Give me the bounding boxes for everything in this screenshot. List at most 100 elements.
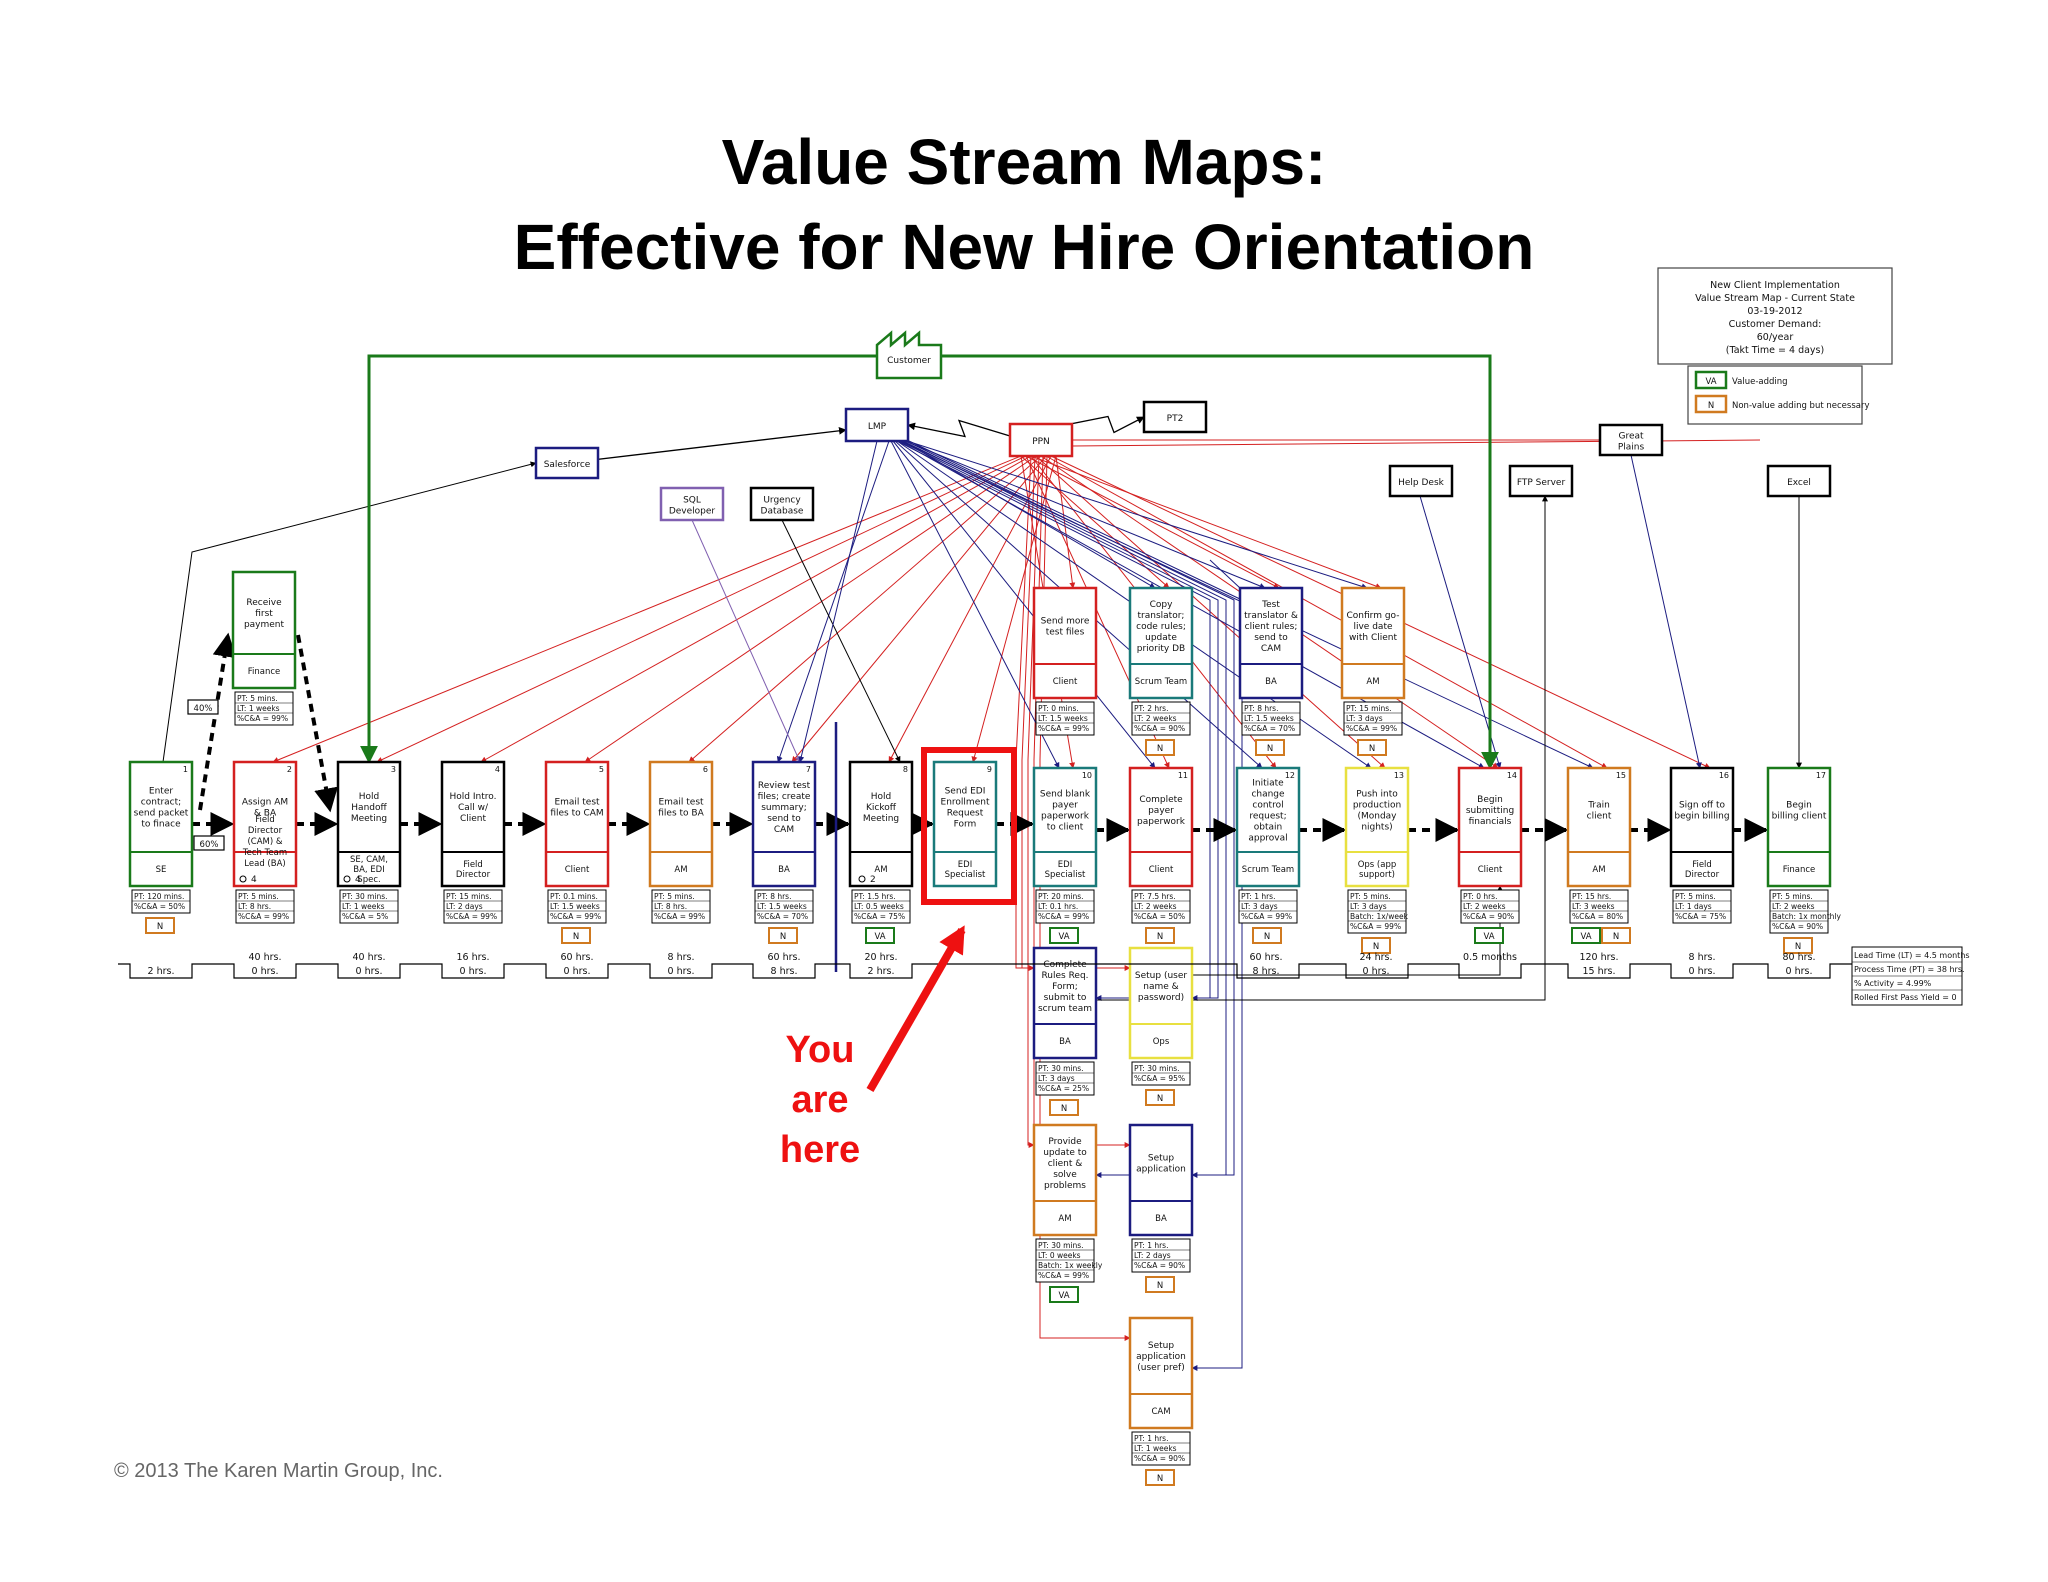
external-label-sqldev: Developer: [669, 507, 716, 517]
timeline-process-time: 0 hrs.: [668, 966, 695, 977]
process-owner-line: Scrum Team: [1242, 865, 1294, 875]
push-arrow-receive-p3: [296, 634, 338, 813]
stats-line: LT: 1 days: [1675, 902, 1712, 911]
stats-line: PT: 0.1 mins.: [550, 892, 598, 901]
process-title-line: Complete: [1139, 795, 1183, 805]
process-number: 3: [391, 765, 396, 774]
process-owner-line: Client: [1053, 677, 1078, 687]
process-owner-line: Specialist: [945, 870, 986, 880]
process-title-line: payer: [1148, 806, 1174, 816]
stats-line: PT: 30 mins.: [1134, 1064, 1180, 1073]
process-title-line: translator;: [1138, 611, 1185, 621]
non-value-tag: [1145, 1469, 1175, 1486]
process-title-line: nights): [1361, 823, 1392, 833]
info-line-ppn-p5: [584, 455, 1037, 763]
process-stats: PT: 1 hrs.LT: 2 days%C&A = 90%N: [1131, 1238, 1191, 1293]
process-owner-line: BA: [1059, 1037, 1071, 1047]
non-value-tag: [561, 927, 591, 944]
stats-line: LT: 2 weeks: [1463, 902, 1506, 911]
non-value-tag: [1252, 927, 1282, 944]
stats-box: [851, 889, 911, 924]
process-title-line: Rules Req.: [1041, 971, 1088, 981]
stats-line: PT: 15 mins.: [446, 892, 492, 901]
stats-box: [1460, 889, 1520, 924]
stats-line: LT: 1 weeks: [237, 704, 280, 713]
process-number: 14: [1507, 771, 1517, 780]
process-title-line: send to: [767, 814, 801, 824]
process-title-line: Review test: [758, 781, 811, 791]
stats-line: %C&A = 90%: [1134, 1454, 1185, 1463]
timeline-lead-time: 40 hrs.: [352, 952, 385, 963]
process-title-line: Provide: [1048, 1137, 1082, 1147]
process-title-line: Setup: [1148, 1341, 1174, 1351]
process-stats: PT: 30 mins.%C&A = 95%N: [1131, 1061, 1191, 1106]
process-title-line: Hold Intro.: [450, 792, 497, 802]
tag-label: N: [1613, 932, 1619, 942]
info-line-lmp-b4: [905, 440, 1235, 1178]
stats-box: [1769, 889, 1829, 934]
process-title-line: Complete: [1043, 960, 1087, 970]
external-box-salesforce: [534, 446, 600, 480]
external-label-salesforce: Salesforce: [544, 460, 591, 470]
stats-line: LT: 0.5 weeks: [854, 902, 904, 911]
external-box-ftp: [1508, 464, 1574, 498]
process-title-line: Form: [954, 820, 977, 830]
process-stats: PT: 5 mins.LT: 1 weeks%C&A = 99%: [234, 691, 294, 726]
process-number: 9: [987, 765, 992, 774]
process-title-line: Email test: [658, 798, 704, 808]
process-stats: PT: 0 mins.LT: 1.5 weeks%C&A = 99%: [1035, 701, 1095, 736]
process-number: 16: [1719, 771, 1729, 780]
timeline-process-time: 0 hrs.: [1363, 966, 1390, 977]
process-owner-line: EDI: [958, 860, 972, 870]
process-stats: PT: 1.5 hrs.LT: 0.5 weeks%C&A = 75%VA: [851, 889, 911, 944]
process-owner-line: Finance: [248, 667, 281, 677]
process-stats: PT: 5 mins.LT: 1 days%C&A = 75%: [1672, 889, 1732, 924]
process-owner-line: Field: [1692, 860, 1712, 870]
process-title-line: begin billing: [1674, 812, 1729, 822]
process-owner-line: SE, CAM,: [350, 855, 388, 865]
process-owner-line: Field: [255, 815, 275, 825]
tag-label: VA: [1483, 932, 1494, 942]
process-number: 15: [1616, 771, 1626, 780]
process-title-line: files to CAM: [550, 809, 603, 819]
process-title-line: Assign AM: [242, 798, 288, 808]
legend-tag: N: [1708, 401, 1714, 411]
process-stats: PT: 1 hrs.LT: 3 days%C&A = 99%N: [1238, 889, 1298, 944]
timeline-lead-time: 8 hrs.: [668, 952, 695, 963]
process-box: [648, 760, 714, 888]
stats-line: PT: 2 hrs.: [1134, 704, 1168, 713]
process-owner-line: support): [1359, 870, 1395, 880]
stats-line: LT: 2 weeks: [1772, 902, 1815, 911]
timeline-process-time: 0 hrs.: [356, 966, 383, 977]
process-box: [932, 760, 998, 888]
stats-line: %C&A = 90%: [1134, 724, 1185, 733]
stats-line: LT: 1 weeks: [1134, 1444, 1177, 1453]
header-line: (Takt Time = 4 days): [1726, 345, 1824, 356]
stats-line: LT: 1 weeks: [342, 902, 385, 911]
process-box: [1032, 586, 1098, 700]
process-title-line: Handoff: [351, 803, 387, 813]
process-title-line: client &: [1048, 1159, 1083, 1169]
process-box: [751, 760, 817, 888]
external-label-ppn: PPN: [1032, 437, 1050, 447]
process-number: 10: [1082, 771, 1092, 780]
stats-box: [754, 889, 814, 924]
legend-swatch-VA: [1694, 370, 1728, 390]
tag-label: N: [780, 932, 786, 942]
timeline-lead-time: 60 hrs.: [767, 952, 800, 963]
stats-box: [1569, 889, 1629, 924]
tag-label: N: [1157, 932, 1163, 942]
stats-line: PT: 7.5 hrs.: [1134, 892, 1176, 901]
stats-line: %C&A = 99%: [1038, 912, 1089, 921]
